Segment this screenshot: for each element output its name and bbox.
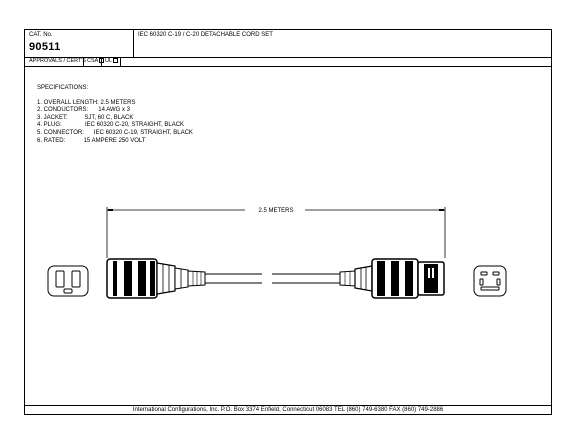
catalog-cell: CAT. No. 90511 <box>25 30 134 57</box>
title-block: CAT. No. 90511 IEC 60320 C-19 / C-20 DET… <box>25 30 551 58</box>
spec-line: 3. JACKET: SJT, 60 C, BLACK <box>37 114 134 121</box>
specifications-title: SPECIFICATIONS: <box>37 85 89 91</box>
connector-c19-icon <box>339 258 445 299</box>
ul-checkbox <box>113 58 119 63</box>
drawing-sheet: CAT. No. 90511 IEC 60320 C-19 / C-20 DET… <box>24 29 552 415</box>
plug-c20-icon <box>106 258 206 299</box>
spec-line: 5. CONNECTOR: IEC 60320 C-19, STRAIGHT, … <box>37 129 193 136</box>
spec-line: 2. CONDUCTORS: 14 AWG x 3 <box>37 107 131 114</box>
spec-line: 1. OVERALL LENGTH: 2.5 METERS <box>37 99 136 106</box>
spec-line: 6. RATED: 15 AMPERE 250 VOLT <box>37 137 146 144</box>
dimension-label: 2.5 METERS <box>258 208 293 214</box>
catalog-number: 90511 <box>29 41 61 53</box>
cord-cable <box>205 273 340 284</box>
specifications-block: SPECIFICATIONS: 1. OVERALL LENGTH: 2.5 M… <box>37 85 193 145</box>
approvals-divider <box>101 57 102 66</box>
product-description: IEC 60320 C-19 / C-20 DETACHABLE CORD SE… <box>138 32 273 38</box>
approvals-label: APPROVALS / CERT'S <box>29 58 87 64</box>
company-footer: International Configurations, Inc. P.O. … <box>25 405 551 414</box>
cert-csa-label: CSA <box>87 58 99 64</box>
plug-end-view-icon <box>47 265 89 297</box>
approvals-row: APPROVALS / CERT'S CSA UL <box>25 57 551 67</box>
catalog-label: CAT. No. <box>29 32 53 38</box>
connector-end-view-icon <box>473 265 507 297</box>
dimension-line <box>106 207 446 258</box>
cert-ul-label: UL <box>105 58 113 64</box>
spec-line: 4. PLUG: IEC 60320 C-20, STRAIGHT, BLACK <box>37 122 185 129</box>
approvals-divider <box>120 57 121 66</box>
approvals-divider <box>83 57 84 66</box>
cert-ul: UL <box>105 58 119 64</box>
